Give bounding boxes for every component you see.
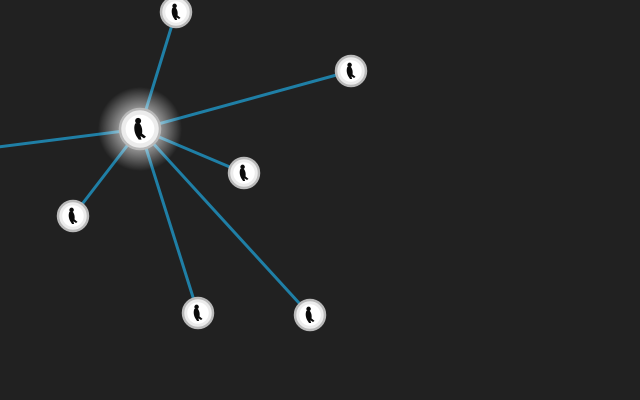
node-bottom-left[interactable] xyxy=(181,296,215,330)
edges-layer xyxy=(0,10,353,317)
node-upper-right[interactable] xyxy=(334,54,368,88)
nodes-layer xyxy=(56,0,368,332)
node-top[interactable] xyxy=(159,0,193,29)
node-right[interactable] xyxy=(227,156,261,190)
hub-node[interactable] xyxy=(98,87,182,171)
node-left[interactable] xyxy=(56,199,90,233)
node-bottom-right[interactable] xyxy=(293,298,327,332)
